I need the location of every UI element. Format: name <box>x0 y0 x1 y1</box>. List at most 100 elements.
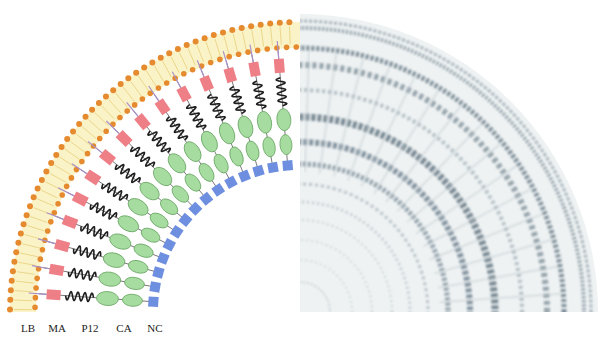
lipid-tail <box>65 149 80 159</box>
ca-domain <box>98 270 122 288</box>
ma-domain <box>248 61 260 77</box>
ma-domain <box>155 98 171 115</box>
lipid-head <box>8 287 14 293</box>
lipid-head <box>193 38 199 44</box>
ca-domain <box>276 108 292 131</box>
p12-coil <box>68 269 96 280</box>
lipid-tail <box>14 300 32 302</box>
density-ring <box>248 260 352 343</box>
lipid-tail <box>197 45 203 62</box>
lipid-tail <box>82 127 96 139</box>
p12-coil <box>187 105 206 130</box>
lipid-head <box>69 175 75 181</box>
lipid-head <box>103 128 109 134</box>
ca-domain <box>115 213 141 236</box>
lipid-tail <box>146 71 156 86</box>
lipid-tail <box>154 66 163 81</box>
lipid-tail <box>224 36 229 53</box>
lipid-tail <box>163 61 172 77</box>
lipid-tail <box>271 28 273 46</box>
ca-domain <box>216 120 237 146</box>
p12-coil <box>74 246 101 259</box>
lipid-tail <box>289 26 291 44</box>
density-streak <box>348 66 390 181</box>
lipid-head <box>89 107 95 113</box>
density-ring <box>172 184 428 343</box>
lipid-tail <box>37 199 54 206</box>
lipid-head <box>32 305 38 311</box>
lipid-tail <box>22 244 39 248</box>
lipid-head <box>117 115 123 121</box>
myristoyl-anchor <box>47 213 64 220</box>
density-ring <box>36 48 564 343</box>
nc-domain <box>267 162 279 174</box>
ca-domain <box>127 258 149 275</box>
density-streak <box>407 144 500 222</box>
linker-line <box>113 128 194 208</box>
ca-domain <box>279 134 293 155</box>
lipid-tail <box>88 120 101 132</box>
ca-domain <box>124 276 146 291</box>
gag-molecule <box>29 289 159 307</box>
lipid-tail <box>15 291 33 292</box>
myristoyl-anchor <box>88 142 102 153</box>
lipid-head <box>248 23 254 29</box>
lipid-head <box>70 128 76 134</box>
nc-domain <box>178 213 192 227</box>
lipid-head <box>103 93 109 99</box>
ca-domain <box>102 250 127 269</box>
lipid-head <box>35 186 41 192</box>
myristoyl-anchor <box>250 45 253 63</box>
lipid-tail <box>131 82 142 97</box>
layer-label: CA <box>116 323 131 334</box>
ma-domain <box>84 169 101 185</box>
lipid-head <box>141 64 147 70</box>
lipid-tail <box>261 29 263 47</box>
lipid-tail <box>14 309 32 310</box>
lipid-head <box>125 75 131 81</box>
lipid-head <box>166 50 172 56</box>
gag-molecule <box>149 86 225 197</box>
lipid-tail <box>95 113 108 126</box>
nc-domain <box>148 296 159 307</box>
density-streak <box>435 240 552 274</box>
ma-domain <box>116 130 133 147</box>
nc-domain <box>170 225 184 239</box>
lipid-head <box>59 144 65 150</box>
lipid-tail <box>138 76 148 91</box>
ma-domain <box>62 215 79 229</box>
gag-molecule <box>38 239 165 279</box>
p12-coil <box>230 87 245 114</box>
ca-domain <box>227 145 246 168</box>
lipid-tail <box>215 39 220 56</box>
lipid-tail <box>30 217 47 223</box>
bilayer-band <box>10 22 300 312</box>
density-streak <box>319 53 336 174</box>
lipid-tail <box>41 190 57 198</box>
ca-domain <box>196 161 217 184</box>
ma-domain <box>134 113 151 130</box>
lipid-tail <box>242 32 246 50</box>
ca-domain <box>108 231 134 252</box>
lipid-tail <box>27 226 44 231</box>
linker-line <box>133 110 206 198</box>
nc-domain <box>199 192 213 206</box>
lipid-head <box>140 96 146 102</box>
ma-domain <box>223 67 237 83</box>
lipid-tail <box>171 57 179 73</box>
lipid-tail <box>188 49 195 66</box>
lipid-head <box>55 201 61 207</box>
lipid-tail <box>280 27 281 45</box>
p12-coil <box>81 224 108 238</box>
myristoyl-anchor <box>277 41 279 59</box>
lipid-head <box>53 152 59 158</box>
lipid-head <box>76 121 82 127</box>
lipid-head <box>286 19 292 25</box>
lipid-head <box>164 80 170 86</box>
gag-molecule <box>72 164 184 239</box>
density-ring <box>152 164 448 343</box>
lipid-head <box>13 249 19 255</box>
myristoyl-anchor <box>223 51 228 68</box>
density-ring <box>105 117 495 343</box>
